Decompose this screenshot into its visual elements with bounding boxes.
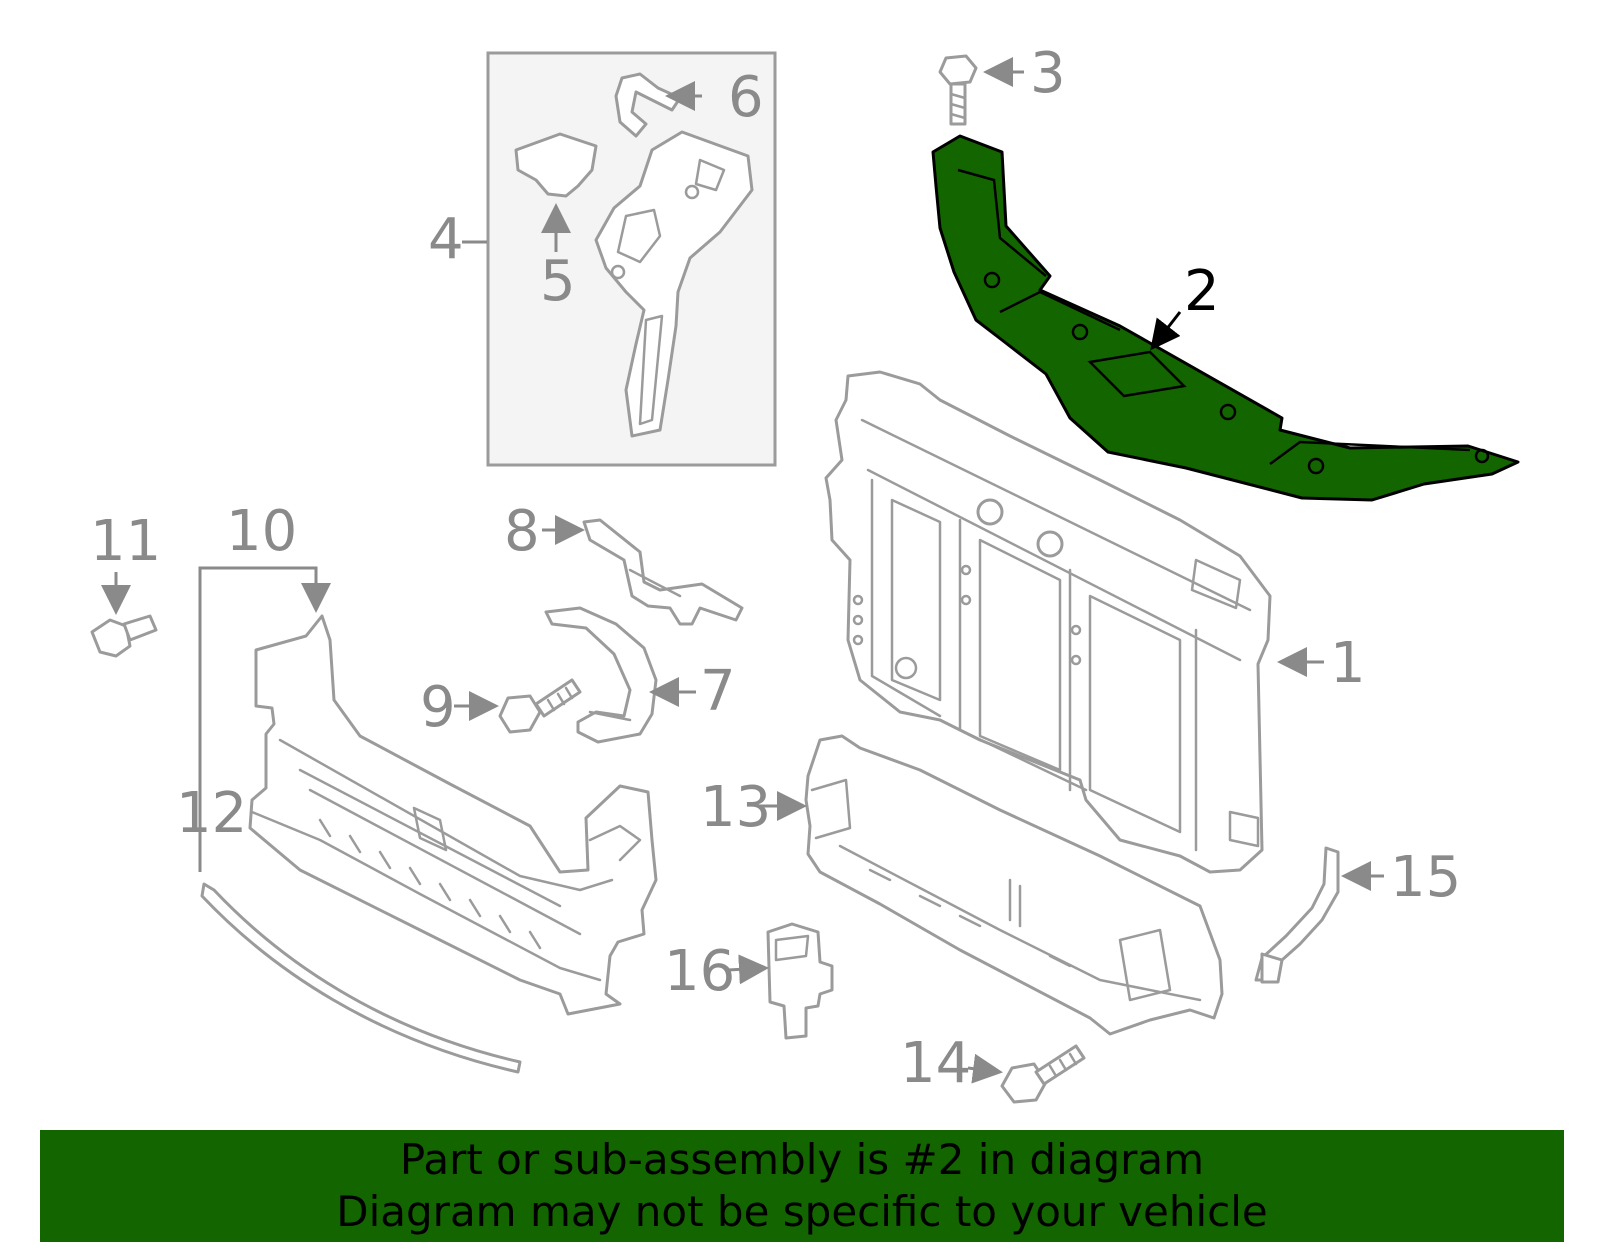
callout-9: 9	[420, 675, 456, 740]
part-8-bracket	[582, 518, 744, 626]
leader-lines	[101, 57, 1384, 1084]
info-banner: Part or sub-assembly is #2 in diagram Di…	[40, 1130, 1564, 1242]
callout-7: 7	[700, 659, 736, 724]
callout-16: 16	[664, 939, 735, 1004]
part-13-lower-deflector	[804, 734, 1224, 1036]
part-1-radiator-support	[824, 370, 1272, 874]
banner-line-1: Part or sub-assembly is #2 in diagram	[399, 1135, 1205, 1184]
callout-10: 10	[226, 499, 297, 564]
part-2-upper-tie-bar	[931, 134, 1520, 502]
part-3-bolt	[938, 54, 978, 126]
part-10-air-guide	[248, 614, 658, 1016]
callout-14: 14	[900, 1031, 971, 1096]
part-15-sensor-bracket	[1254, 846, 1340, 984]
banner-line-2: Diagram may not be specific to your vehi…	[336, 1187, 1268, 1236]
callout-5: 5	[540, 249, 576, 314]
part-4-apron	[594, 130, 754, 438]
callout-15: 15	[1390, 845, 1461, 910]
callout-2: 2	[1184, 259, 1220, 324]
callout-6: 6	[728, 65, 764, 130]
callout-13: 13	[700, 775, 771, 840]
callout-8: 8	[504, 499, 540, 564]
part-16-sensor	[766, 922, 834, 1040]
callout-11: 11	[90, 509, 161, 574]
part-5-cover	[514, 132, 598, 198]
part-14-bolt	[1000, 1044, 1086, 1104]
callout-numbers: 1 2 3 4 5 6 7 8 9 10 11 12 13 14 15 16	[90, 41, 1461, 1096]
part-7-bracket	[544, 606, 658, 744]
callout-12: 12	[176, 781, 247, 846]
part-11-clip	[90, 614, 158, 658]
part-9-bolt	[498, 678, 582, 734]
callout-4: 4	[428, 207, 464, 272]
part-4-inset	[486, 51, 777, 467]
callout-3: 3	[1030, 41, 1066, 106]
part-6-bracket	[614, 72, 682, 138]
part-12-seal-strip	[200, 882, 522, 1074]
callout-1: 1	[1330, 631, 1366, 696]
